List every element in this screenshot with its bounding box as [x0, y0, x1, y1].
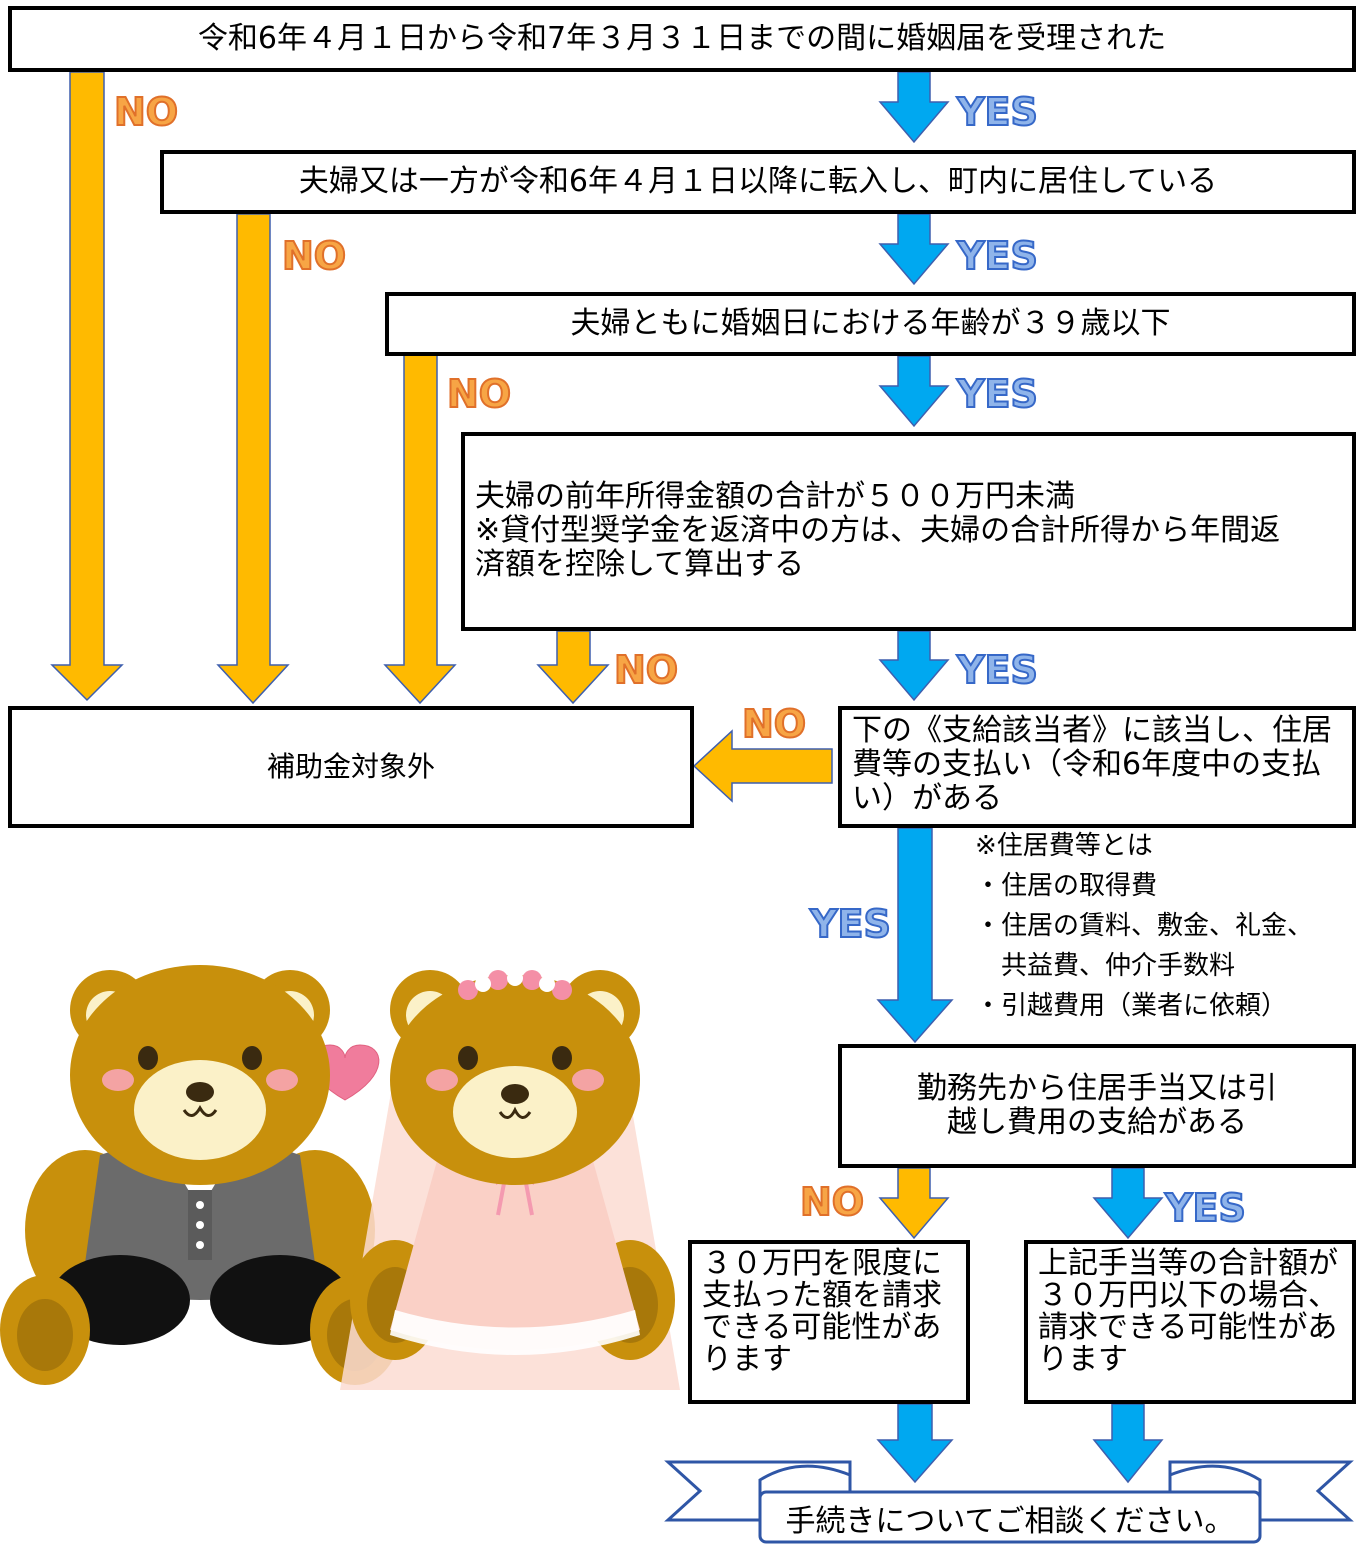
yes-label: YES: [1164, 1185, 1247, 1231]
yes-arrow-1: [878, 71, 950, 144]
yes-label: YES: [809, 901, 892, 947]
housing-note: ※住居費等とは ・住居の取得費 ・住居の賃料、敷金、礼金、 共益費、仲介手数料 …: [975, 826, 1335, 1026]
yes-arrow-2: [878, 213, 950, 286]
housing-note-item: ・引越費用（業者に依頼）: [975, 991, 1288, 1021]
result-yes-box: 上記手当等の合計額が３０万円以下の場合、請求できる可能性があります: [1024, 1240, 1356, 1404]
consult-text: 手続きについてご相談ください。: [785, 1504, 1235, 1539]
bride-bear-icon: [340, 970, 680, 1390]
no-label: NO: [741, 701, 807, 747]
yes-arrow-7: [876, 1403, 954, 1484]
yes-label: YES: [956, 89, 1039, 135]
step1-text: 令和6年４月１日から令和7年３月３１日までの間に婚姻届を受理された: [197, 21, 1167, 56]
result-yes-text: 上記手当等の合計額が３０万円以下の場合、請求できる可能性があります: [1038, 1246, 1338, 1377]
no-arrow-1: [50, 71, 124, 702]
step5-text: 下の《支給該当者》に該当し、住居費等の支払い（令和6年度中の支払い）がある: [852, 713, 1332, 816]
step6-text: 勤務先から住居手当又は引越し費用の支給がある: [917, 1071, 1277, 1140]
step3-box: 夫婦ともに婚姻日における年齢が３９歳以下: [385, 292, 1356, 356]
yes-arrow-6: [1092, 1167, 1164, 1240]
no-arrow-3: [383, 354, 457, 705]
excluded-text: 補助金対象外: [266, 750, 435, 783]
no-label: NO: [799, 1179, 865, 1225]
yes-label: YES: [956, 371, 1039, 417]
step4-title: 夫婦の前年所得金額の合計が５００万円未満: [475, 479, 1075, 514]
housing-note-title: ※住居費等とは: [975, 831, 1153, 861]
consult-text-wrap: 手続きについてご相談ください。: [760, 1494, 1260, 1542]
yes-arrow-4: [878, 630, 950, 702]
step1-box: 令和6年４月１日から令和7年３月３１日までの間に婚姻届を受理された: [8, 6, 1356, 72]
no-label: NO: [281, 233, 347, 279]
step4-note: ※貸付型奨学金を返済中の方は、夫婦の合計所得から年間返済額を控除して算出する: [475, 513, 1281, 582]
no-arrow-6: [878, 1167, 950, 1240]
step4-box: 夫婦の前年所得金額の合計が５００万円未満 ※貸付型奨学金を返済中の方は、夫婦の合…: [461, 432, 1356, 631]
excluded-box: 補助金対象外: [8, 706, 694, 828]
step2-box: 夫婦又は一方が令和6年４月１日以降に転入し、町内に居住している: [160, 150, 1356, 214]
yes-label: YES: [956, 233, 1039, 279]
result-no-text: ３０万円を限度に支払った額を請求できる可能性があります: [702, 1246, 942, 1377]
no-label: NO: [446, 371, 512, 417]
no-label: NO: [113, 89, 179, 135]
no-arrow-5: [692, 729, 833, 803]
step3-text: 夫婦ともに婚姻日における年齢が３９歳以下: [570, 306, 1171, 341]
ribbon-banner: [664, 1460, 1354, 1544]
yes-arrow-8: [1092, 1403, 1164, 1484]
yes-label: YES: [956, 647, 1039, 693]
no-arrow-2: [216, 213, 290, 705]
yes-arrow-5: [876, 827, 954, 1044]
no-arrow-4: [536, 630, 610, 705]
yes-arrow-3: [878, 355, 950, 428]
housing-note-item: 共益費、仲介手数料: [975, 951, 1236, 981]
step5-box: 下の《支給該当者》に該当し、住居費等の支払い（令和6年度中の支払い）がある: [838, 706, 1356, 828]
housing-note-item: ・住居の取得費: [975, 871, 1158, 901]
step6-box: 勤務先から住居手当又は引越し費用の支給がある: [838, 1044, 1356, 1168]
housing-note-item: ・住居の賃料、敷金、礼金、: [975, 911, 1314, 941]
no-label: NO: [613, 647, 679, 693]
result-no-box: ３０万円を限度に支払った額を請求できる可能性があります: [688, 1240, 970, 1404]
groom-bear-icon: [0, 965, 400, 1385]
step2-text: 夫婦又は一方が令和6年４月１日以降に転入し、町内に居住している: [298, 164, 1218, 199]
